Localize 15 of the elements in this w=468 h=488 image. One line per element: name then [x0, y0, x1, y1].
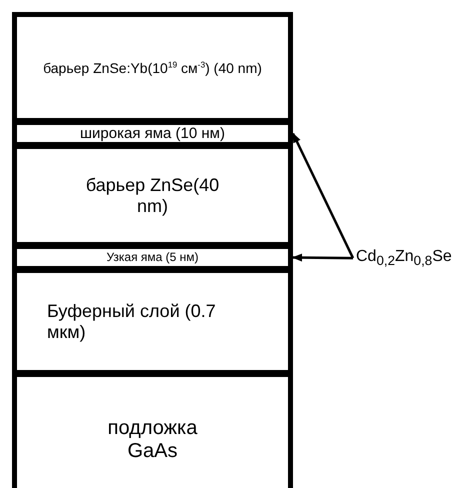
buffer-layer: [12, 266, 293, 377]
quantum-well-layer: [12, 118, 293, 149]
arrow: [292, 132, 354, 259]
layer-label: подложка GaAs: [106, 417, 198, 463]
layer-label: барьер ZnSe:Yb(10$^{19}$ см$^{-3}$) (40 nm): [42, 60, 263, 77]
layer-label: Буферный слой (0.7 мкм): [47, 300, 217, 342]
layer-label: широкая яма (10 нм): [78, 124, 226, 142]
material-label: Cd$_{0,2}$Zn$_{0,8}$Se: [356, 248, 452, 268]
barrier-layer: [12, 12, 293, 125]
layer-label: Узкая яма (5 нм): [105, 250, 200, 264]
substrate-layer: [12, 370, 293, 488]
layer-label: барьер ZnSe(40 nm): [84, 174, 220, 216]
arrow: [292, 254, 354, 262]
barrier-layer: [12, 142, 293, 249]
quantum-well-layer: [12, 242, 293, 273]
